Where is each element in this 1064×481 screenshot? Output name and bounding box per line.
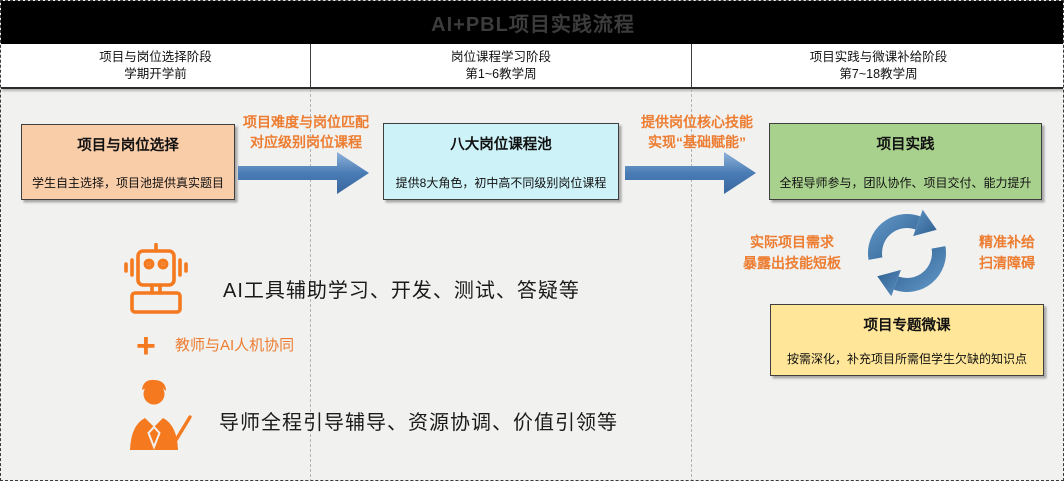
phase-name: 项目与岗位选择阶段 (99, 50, 212, 64)
practice-box-title: 项目实践 (876, 137, 935, 153)
course-pool-box: 八大岗位课程池 提供8大角色，初中高不同级别岗位课程 (383, 123, 619, 200)
arrow2-label-line2: 实现“基础赋能” (648, 133, 746, 150)
plus-icon: + (136, 327, 156, 365)
cycle-left-line1: 实际项目需求 (750, 234, 834, 250)
micro-course-box-title: 项目专题微课 (863, 318, 951, 334)
phase-time: 第7~18教学周 (839, 67, 918, 81)
phase-name: 项目实践与微课补给阶段 (809, 50, 948, 64)
selection-box: 项目与岗位选择 学生自主选择，项目池提供真实题目 (21, 124, 235, 200)
practice-box-desc: 全程导师参与，团队协作、项目交付、能力提升 (779, 176, 1032, 190)
cycle-right-line2: 扫清障碍 (979, 255, 1035, 271)
robot-icon (124, 243, 188, 314)
cycle-left-line2: 暴露出技能短板 (743, 255, 841, 271)
course-pool-box-title: 八大岗位课程池 (450, 137, 552, 153)
arrow2-label-line1: 提供岗位核心技能 (641, 114, 753, 130)
cycle-right-line1: 精准补给 (979, 234, 1035, 250)
column-divider-1 (310, 89, 311, 480)
selection-box-title: 项目与岗位选择 (77, 138, 179, 154)
arrow2-label: 提供岗位核心技能 实现“基础赋能” (621, 113, 773, 152)
phase-cell-2: 岗位课程学习阶段 第1~6教学周 (310, 44, 691, 87)
arrow-right-icon (238, 152, 369, 194)
arrow-right-icon (625, 152, 756, 194)
micro-course-box-desc: 按需深化，补充项目所需但学生欠缺的知识点 (786, 352, 1027, 366)
cycle-right-label: 精准补给 扫清障碍 (959, 232, 1055, 274)
title-bar: AI+PBL项目实践流程 (1, 1, 1063, 44)
phase-header-row: 项目与岗位选择阶段 学期开学前 岗位课程学习阶段 第1~6教学周 项目实践与微课… (1, 44, 1063, 89)
practice-box: 项目实践 全程导师参与，团队协作、项目交付、能力提升 (769, 123, 1042, 200)
column-divider-2 (691, 89, 692, 480)
phase-time: 第1~6教学周 (465, 67, 537, 81)
phase-cell-3: 项目实践与微课补给阶段 第7~18教学周 (691, 44, 1063, 87)
cycle-left-label: 实际项目需求 暴露出技能短板 (727, 232, 857, 274)
mentor-text: 导师全程引导辅导、资源协调、价值引领等 (219, 412, 618, 434)
course-pool-box-desc: 提供8大角色，初中高不同级别岗位课程 (395, 176, 607, 190)
human-ai-text: 教师与AI人机协同 (175, 337, 295, 354)
arrow1-label: 项目难度与岗位匹配 对应级别岗位课程 (229, 113, 383, 152)
arrow1-label-line2: 对应级别岗位课程 (250, 133, 362, 150)
ai-tools-text: AI工具辅助学习、开发、测试、答疑等 (223, 280, 580, 302)
arrow1-label-line1: 项目难度与岗位匹配 (243, 114, 369, 130)
flow-area (1, 89, 1063, 480)
page-title: AI+PBL项目实践流程 (431, 14, 635, 36)
micro-course-box: 项目专题微课 按需深化，补充项目所需但学生欠缺的知识点 (770, 304, 1044, 376)
phase-cell-1: 项目与岗位选择阶段 学期开学前 (1, 44, 310, 87)
phase-name: 岗位课程学习阶段 (450, 50, 551, 64)
cycle-arrows-icon (868, 209, 946, 297)
phase-time: 学期开学前 (124, 67, 187, 81)
mentor-icon (130, 379, 192, 450)
selection-box-desc: 学生自主选择，项目池提供真实题目 (31, 176, 224, 190)
